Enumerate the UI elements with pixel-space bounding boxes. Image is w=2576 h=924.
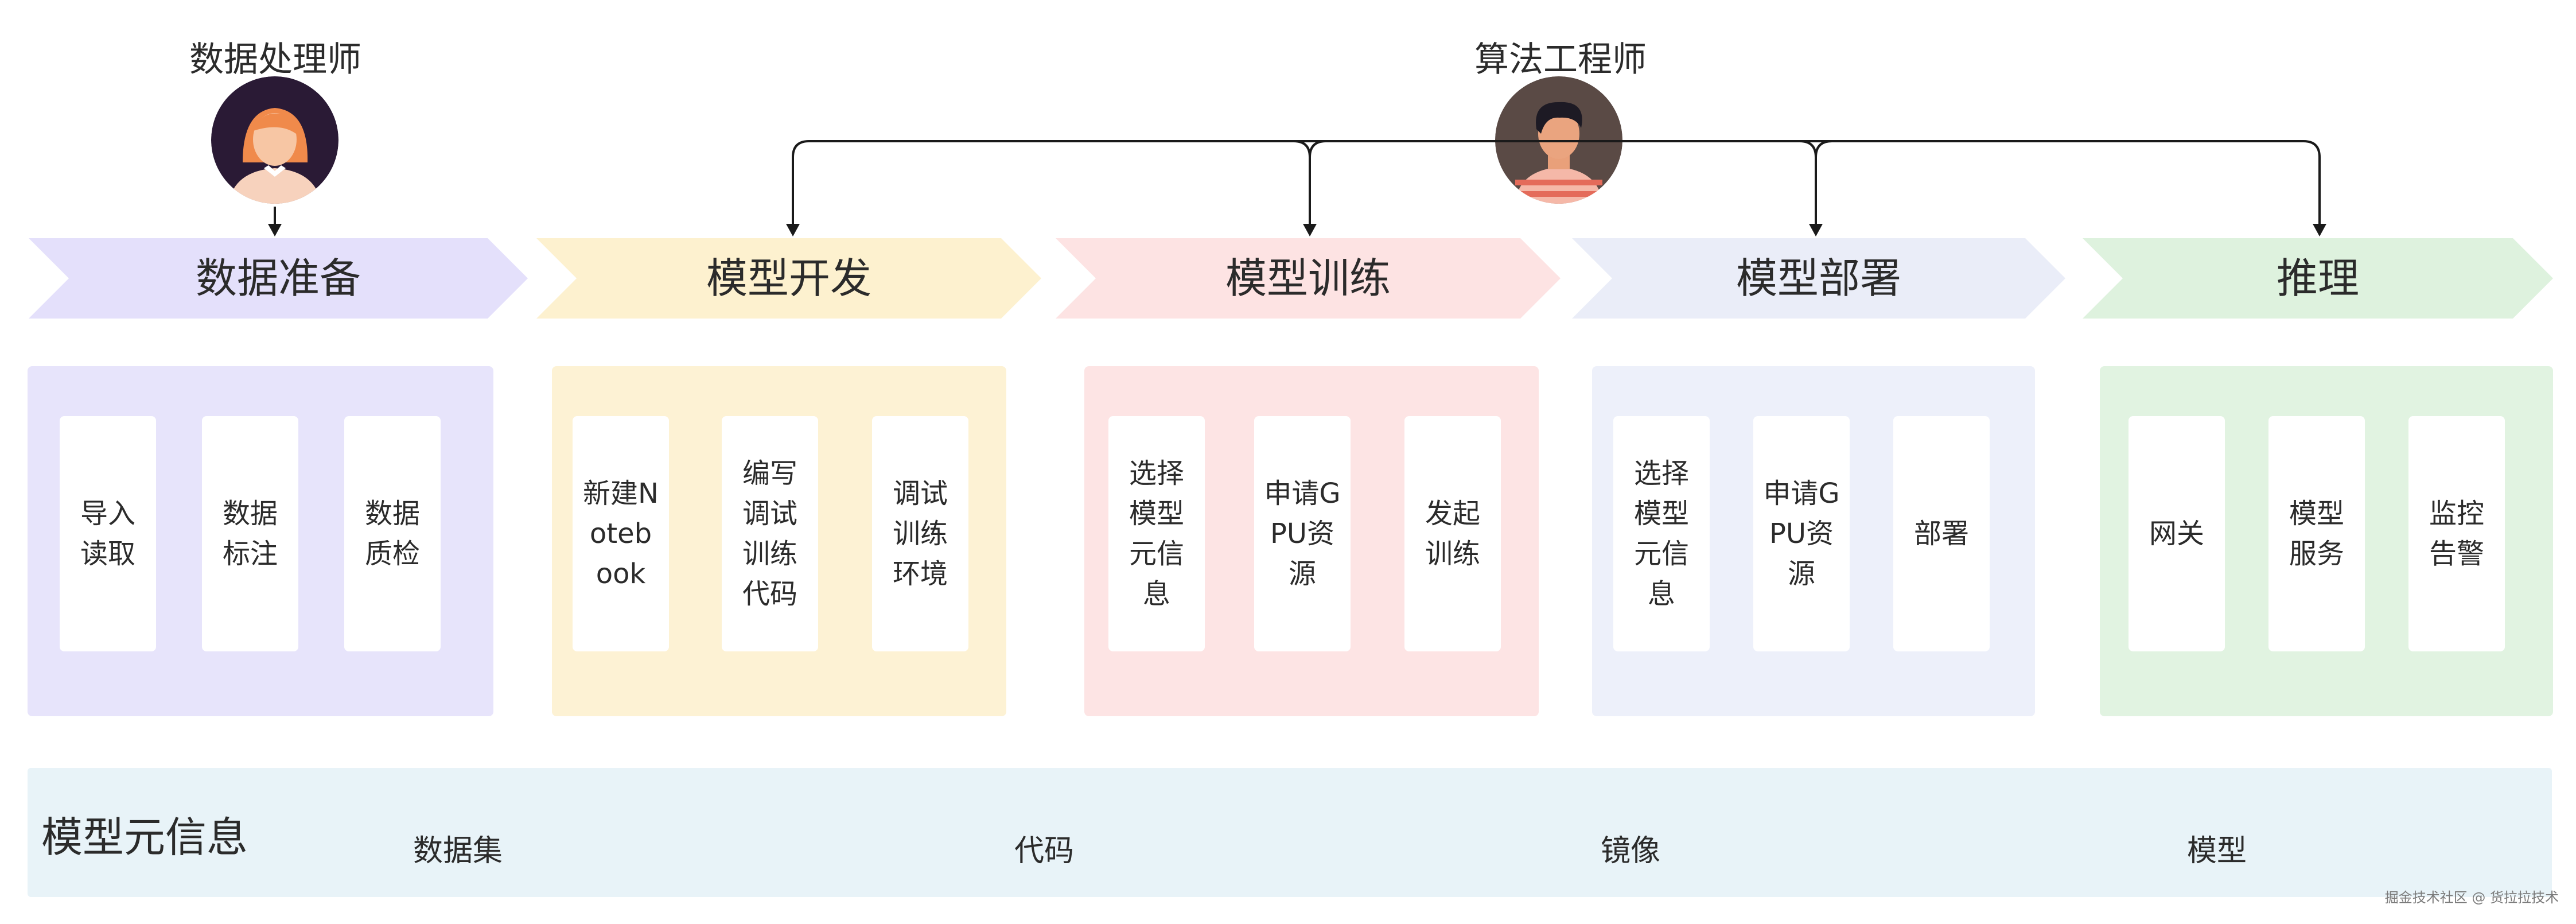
- arrow-head: [1809, 224, 1823, 236]
- step-card: 模型服务: [2268, 416, 2365, 651]
- step-card: 选择模型元信息: [1108, 416, 1205, 651]
- stage-title-model-dev: 模型开发: [706, 254, 871, 302]
- store-label-code: 代码: [1014, 834, 1074, 868]
- credit-text: 掘金技术社区 @ 货拉拉技术: [2384, 890, 2559, 906]
- step-card: 导入读取: [60, 416, 156, 651]
- metadata-title: 模型元信息: [41, 813, 248, 861]
- step-card-label: 部署: [1913, 518, 1969, 550]
- step-card-label: 申请GPU资源: [1264, 477, 1341, 590]
- arrow-head: [786, 224, 800, 236]
- step-card: 新建Notebook: [573, 416, 669, 651]
- step-card-label: 调试训练环境: [892, 477, 948, 590]
- step-card-label: 选择模型元信息: [1633, 457, 1689, 610]
- step-card-label: 导入读取: [80, 498, 135, 570]
- stage-title-model-deploy: 模型部署: [1736, 254, 1901, 302]
- role-label-algo-engineer: 算法工程师: [1474, 40, 1647, 80]
- step-card: 编写调试训练代码: [722, 416, 818, 651]
- step-card: 网关: [2128, 416, 2225, 651]
- step-card: 申请GPU资源: [1254, 416, 1351, 651]
- store-label-image: 镜像: [1600, 834, 1660, 868]
- step-card: 数据质检: [344, 416, 441, 651]
- step-card-label: 申请GPU资源: [1763, 477, 1840, 590]
- metadata-band: [28, 768, 2552, 897]
- step-card: 申请GPU资源: [1753, 416, 1850, 651]
- stage-chevron: [2083, 238, 2553, 319]
- step-card: 部署: [1893, 416, 1990, 651]
- stage-title-inference: 推理: [2276, 254, 2359, 302]
- step-card-label: 模型服务: [2289, 498, 2344, 570]
- step-card: 发起训练: [1404, 416, 1501, 651]
- step-card-label: 数据标注: [222, 498, 278, 570]
- stage-chevron: [1572, 238, 2065, 319]
- step-card-label: 数据质检: [364, 498, 420, 570]
- role-label-data-engineer: 数据处理师: [189, 40, 361, 80]
- step-card: 数据标注: [202, 416, 298, 651]
- arrow-head: [2313, 224, 2326, 236]
- store-label-dataset: 数据集: [413, 834, 503, 868]
- step-card-label: 网关: [2149, 518, 2204, 550]
- step-card: 调试训练环境: [872, 416, 968, 651]
- stage-chevron: [536, 238, 1041, 319]
- connector-line: [792, 140, 2321, 230]
- arrow-head: [268, 224, 282, 236]
- step-card-label: 新建Notebook: [583, 477, 659, 590]
- connector-line: [1799, 140, 1832, 225]
- step-card: 监控告警: [2408, 416, 2505, 651]
- step-card-label: 编写调试训练代码: [742, 457, 797, 610]
- data-engineer-avatar: [211, 76, 338, 204]
- stage-title-data-prep: 数据准备: [195, 254, 361, 302]
- stage-chevron: [1056, 238, 1561, 319]
- arrow-head: [1303, 224, 1317, 236]
- step-card-label: 监控告警: [2429, 498, 2484, 570]
- step-card: 选择模型元信息: [1613, 416, 1710, 651]
- stage-chevron: [29, 238, 528, 319]
- connector-line: [1293, 140, 1326, 225]
- store-label-model: 模型: [2186, 834, 2247, 868]
- step-card-label: 发起训练: [1425, 498, 1480, 570]
- stage-title-model-train: 模型训练: [1225, 254, 1391, 302]
- step-card-label: 选择模型元信息: [1129, 457, 1184, 610]
